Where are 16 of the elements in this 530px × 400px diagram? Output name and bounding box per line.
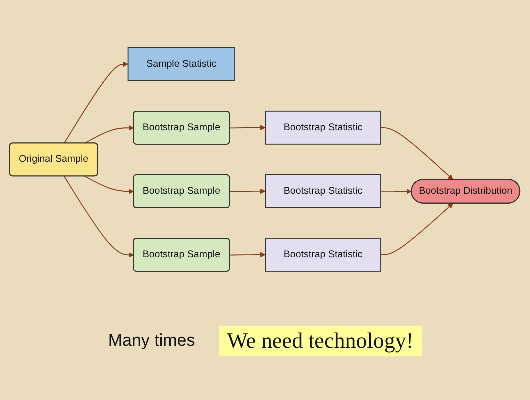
arrow [230,252,266,258]
arrow [380,189,412,195]
arrow [230,189,266,194]
arrow [380,128,454,180]
highlighted-note: We need technology! [219,326,422,356]
arrow [64,176,134,258]
arrow [380,204,454,256]
arrow [64,62,129,144]
node-box: Bootstrap Statistic [265,174,382,209]
node-box: Bootstrap Statistic [265,111,382,146]
arrow [230,126,266,131]
node-box: Bootstrap Statistic [265,238,382,272]
note-text: Many times [108,331,196,351]
arrow [84,176,134,195]
node-box: Sample Statistic [128,48,236,82]
arrow [84,126,134,144]
